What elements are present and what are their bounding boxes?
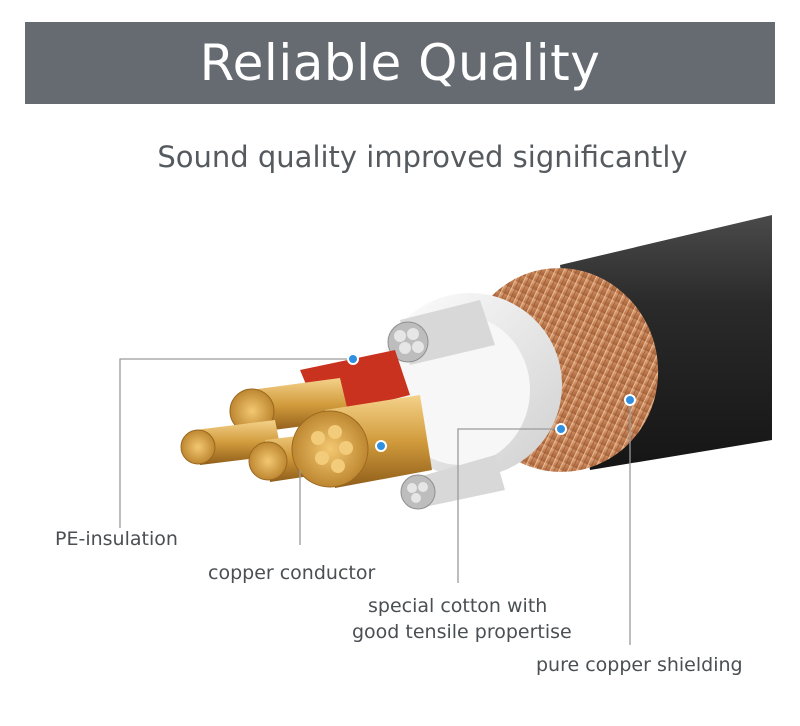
label-pe-insulation: PE-insulation [55, 528, 178, 550]
label-special-cotton-line2: good tensile propertise [352, 621, 572, 643]
silver-strand-bundle-top [387, 300, 495, 365]
copper-conductor-bundle-2 [180, 420, 282, 465]
label-copper-conductor: copper conductor [208, 562, 376, 584]
marker-pe-insulation [347, 353, 359, 365]
subtitle: Sound quality improved significantly [157, 140, 688, 174]
silver-strand-bundle-bottom [400, 455, 505, 510]
marker-pure-copper [624, 394, 636, 406]
label-special-cotton-line1: special cotton with [368, 595, 548, 617]
label-pure-copper-shielding: pure copper shielding [536, 654, 743, 676]
markers [347, 353, 636, 452]
banner-title: Reliable Quality [199, 34, 601, 92]
header-banner: Reliable Quality [25, 22, 775, 104]
marker-special-cotton [555, 423, 567, 435]
callout-special-cotton [457, 428, 560, 583]
callout-lines [119, 358, 631, 645]
marker-copper-conductor [375, 440, 387, 452]
callout-pe-insulation [119, 358, 353, 528]
